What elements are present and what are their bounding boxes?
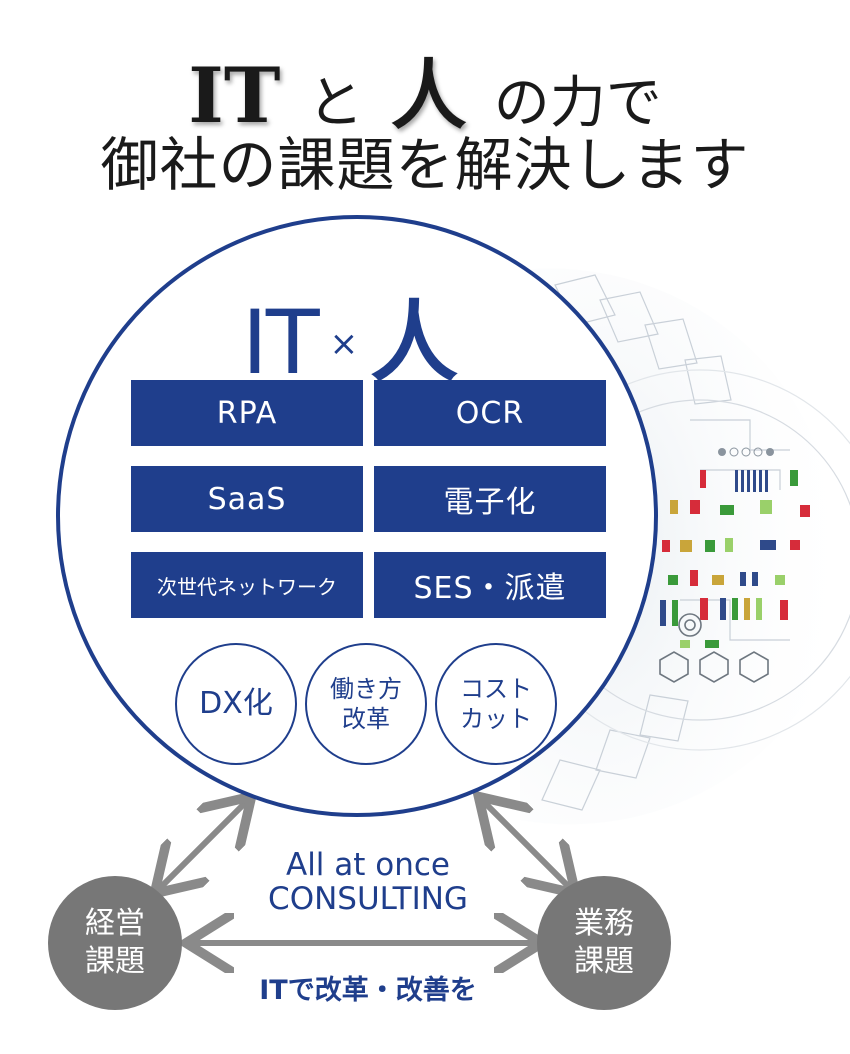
consulting-line1: All at once: [285, 847, 451, 883]
headline-line2: 御社の課題を解決します: [100, 131, 750, 199]
title-hito: 人: [370, 291, 459, 394]
headline-suffix: の力で: [493, 71, 662, 136]
title-it: IT: [241, 291, 320, 394]
headline-it: IT: [188, 51, 281, 140]
connector-arrows: [163, 805, 567, 943]
management-issue-line2: 課題: [85, 944, 145, 979]
service-box-digitization: 電子化: [374, 466, 606, 532]
management-issue-line1: 経営: [85, 906, 145, 941]
topic-dx-line1: DX化: [199, 686, 273, 721]
topic-circle-workstyle-reform: 働き方 改革: [305, 643, 427, 765]
consulting-line2: CONSULTING: [268, 881, 468, 917]
slogan-text: ITで改革・改善を: [259, 975, 477, 1006]
title-times: ×: [329, 324, 359, 364]
topic-cost-line1: コスト: [460, 675, 532, 703]
headline-hito: 人: [390, 51, 467, 140]
topic-workstyle-line2: 改革: [342, 705, 390, 733]
service-box-ses-dispatch: SES・派遣: [374, 552, 606, 618]
management-issue-circle: 経営 課題: [48, 876, 182, 1010]
headline-to: と: [307, 71, 364, 136]
service-box-next-gen-network: 次世代ネットワーク: [131, 552, 363, 618]
service-box-rpa: RPA: [131, 380, 363, 446]
consulting-caption: All at once CONSULTING: [188, 848, 548, 916]
topic-circle-cost-cut: コスト カット: [435, 643, 557, 765]
business-issue-line2: 課題: [574, 944, 634, 979]
service-box-saas: SaaS: [131, 466, 363, 532]
headline-line1: IT と 人 の力で: [0, 34, 850, 140]
service-box-ocr: OCR: [374, 380, 606, 446]
it-times-hito-title: IT× 人: [0, 272, 700, 399]
business-issue-circle: 業務 課題: [537, 876, 671, 1010]
topic-circle-dx: DX化: [175, 643, 297, 765]
business-issue-line1: 業務: [574, 906, 634, 941]
topic-workstyle-line1: 働き方: [330, 675, 402, 703]
topic-cost-line2: カット: [460, 705, 532, 733]
